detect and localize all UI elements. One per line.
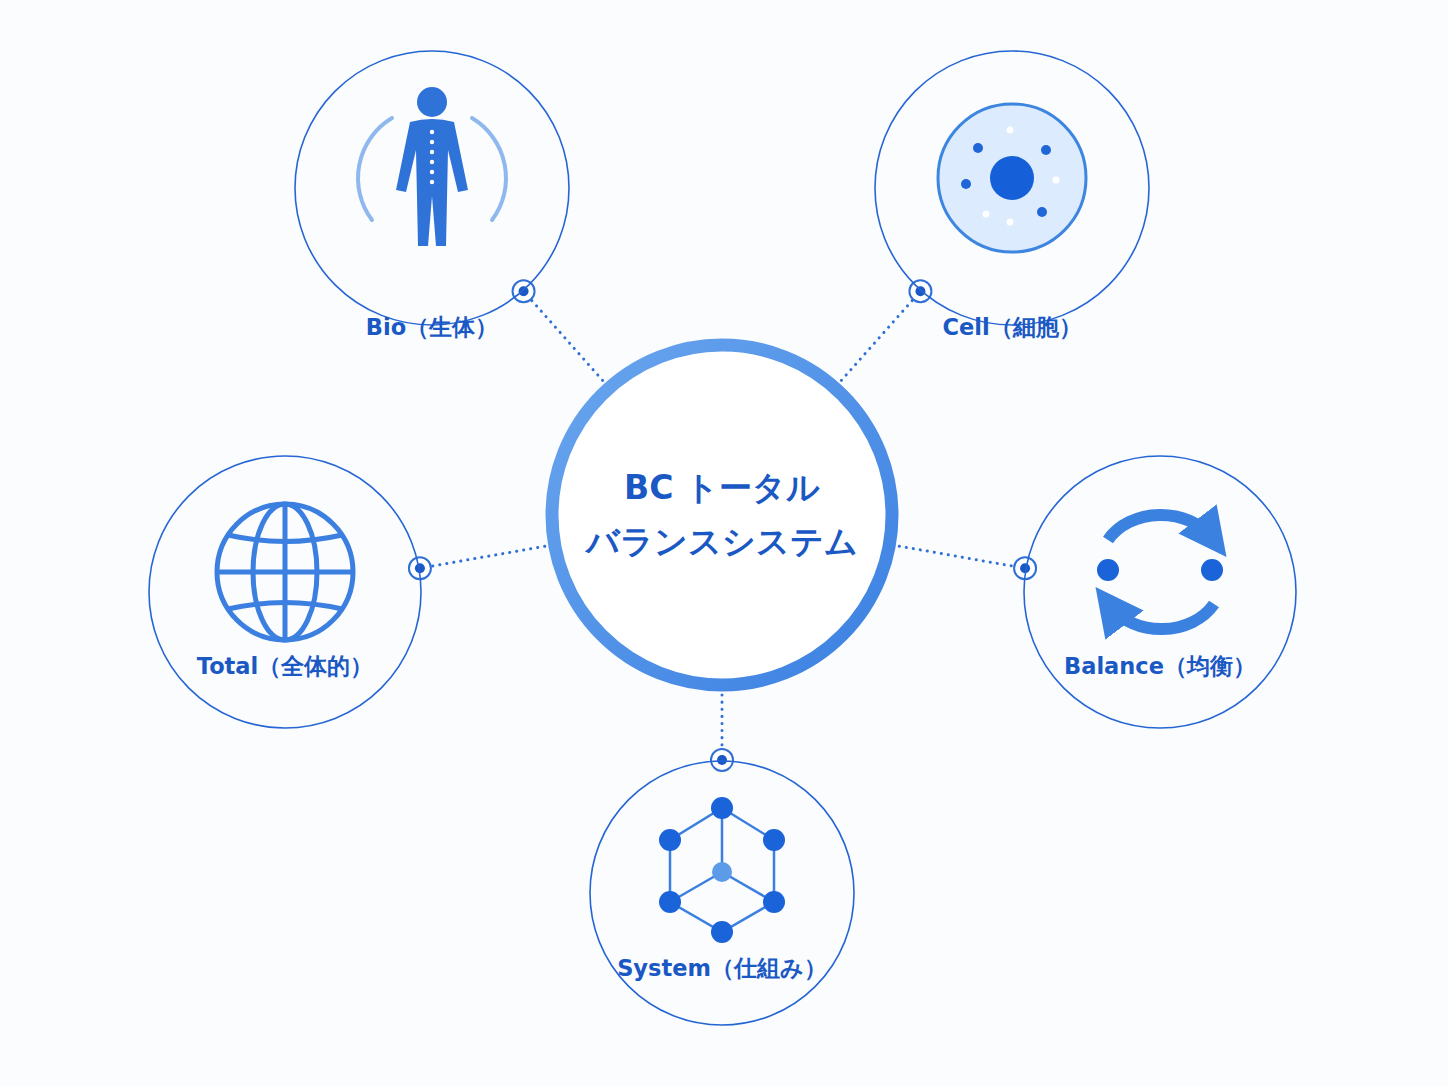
topic-label: Cell（細胞） [874, 312, 1150, 343]
dotted-connector [899, 546, 1036, 579]
person-icon [358, 87, 506, 246]
circle-outline [1023, 455, 1297, 729]
center-title: BC トータル バランスシステム [572, 461, 872, 570]
topic-circle: Bio（生体） [294, 50, 570, 326]
topic-circle: Total（全体的） [148, 455, 422, 729]
cycle-icon [1097, 515, 1223, 629]
circle-outline [589, 760, 855, 1026]
topic-circle: System（仕組み） [589, 760, 855, 1026]
topic-circle: Cell（細胞） [874, 50, 1150, 326]
topic-label: Bio（生体） [294, 312, 570, 343]
cell-icon [938, 104, 1086, 252]
topic-label: Balance（均衡） [1023, 651, 1297, 682]
dotted-connector [513, 280, 603, 380]
center-circle: BC トータル バランスシステム [544, 337, 900, 693]
dotted-connector [711, 695, 733, 771]
globe-icon [217, 504, 353, 640]
dotted-connector [841, 280, 931, 380]
circle-outline [874, 50, 1150, 326]
topic-label: Total（全体的） [148, 651, 422, 682]
topic-circle: Balance（均衡） [1023, 455, 1297, 729]
circle-outline [544, 337, 900, 693]
topic-label: System（仕組み） [589, 953, 855, 984]
dotted-connector [409, 546, 545, 579]
circle-outline [294, 50, 570, 326]
cube-icon [659, 797, 785, 943]
circle-outline [148, 455, 422, 729]
